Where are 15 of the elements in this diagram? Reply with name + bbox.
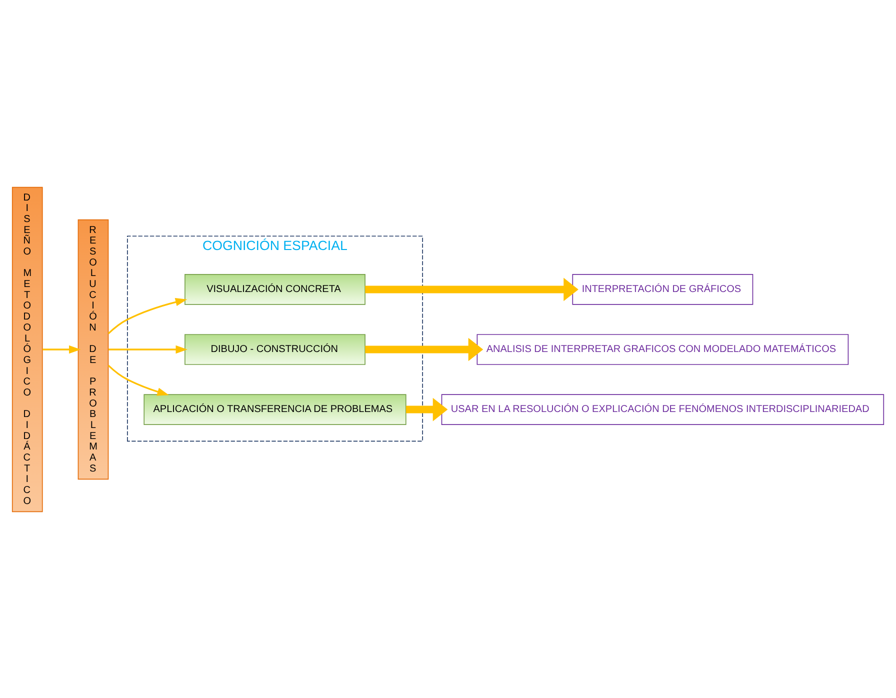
node-box: APLICACIÓN O TRANSFERENCIA DE PROBLEMAS	[144, 394, 406, 424]
node-box: USAR EN LA RESOLUCIÓN O EXPLICACIÓN DE FENÓMENOS INTERDISCIPLINARIEDAD	[441, 394, 884, 424]
node-box: INTERPRETACIÓN DE GRÁFICOS	[572, 274, 754, 304]
node-box: DIBUJO - CONSTRUCCIÓN	[184, 334, 366, 364]
arrow	[42, 344, 81, 354]
arrow	[108, 344, 188, 354]
node-box: VISUALIZACIÓN CONCRETA	[184, 274, 366, 304]
arrow	[406, 397, 448, 421]
arrow	[365, 277, 578, 301]
node-box: ANALISIS DE INTERPRETAR GRAFICOS CON MODELADO MATEMÁTICOS	[476, 334, 849, 364]
arrow	[108, 298, 188, 334]
node-box: DISEÑO METODOLÓGICO DIDÁCTICO	[12, 186, 43, 512]
arrow	[108, 364, 169, 396]
arrow	[365, 337, 484, 361]
node-box: RESOLUCIÓN DE PROBLEMAS	[78, 218, 109, 480]
